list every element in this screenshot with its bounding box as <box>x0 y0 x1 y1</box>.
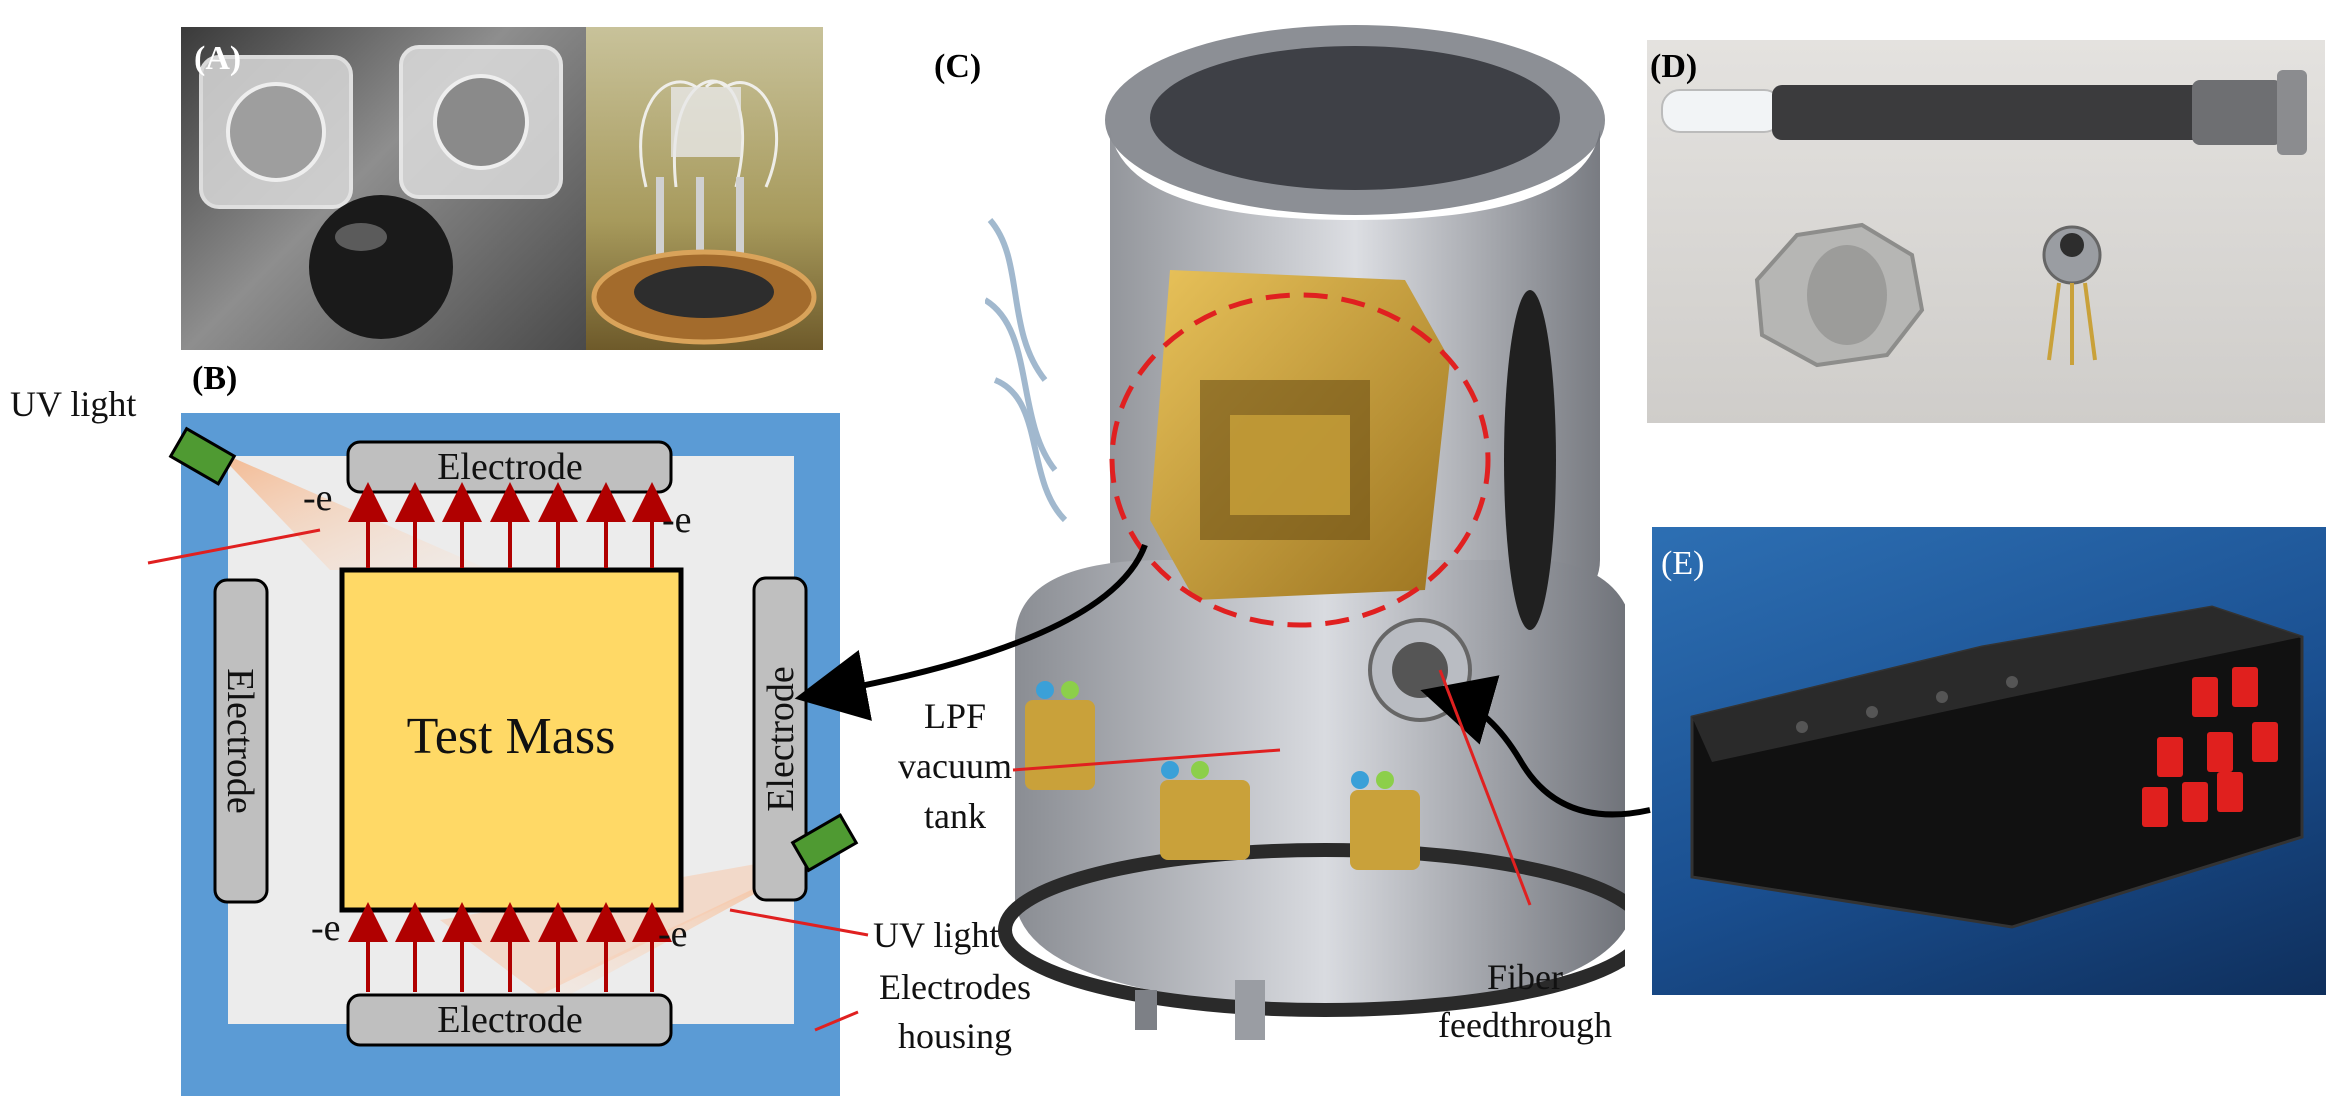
field-arrows-top <box>348 482 672 568</box>
pointer-lpf-tank <box>1012 748 1281 772</box>
fiber-label-line1: Fiber <box>1487 957 1563 997</box>
uv-light-bottom-label: UV light <box>873 915 1000 955</box>
panel-label-d: (D) <box>1650 48 1698 85</box>
charge-label-4: -e <box>658 913 688 955</box>
electrode-bottom-label: Electrode <box>437 999 583 1041</box>
charge-label-3: -e <box>311 907 341 949</box>
test-mass-schematic: Electrode Electrode Electrode Electrode … <box>147 413 869 1096</box>
charge-label-2: -e <box>662 499 692 541</box>
panel-label-e: (E) <box>1661 545 1705 582</box>
photo-a-gold-housing <box>181 27 586 350</box>
fiber-coin-illustration <box>1661 70 2307 368</box>
panel-label-b: (B) <box>192 360 238 397</box>
housing-illustration <box>199 45 563 339</box>
arrow-to-schematic <box>794 543 1148 721</box>
housing-label-line1: Electrodes <box>879 967 1031 1007</box>
fiber-label-line2: feedthrough <box>1438 1005 1612 1045</box>
electrode-bottom <box>346 993 673 1047</box>
electrode-left-label: Electrode <box>219 668 261 814</box>
pointer-housing <box>814 1010 859 1032</box>
pointer-uv-top <box>147 528 321 565</box>
arrow-from-fiber-unit <box>1420 675 1651 818</box>
highlight-circle <box>1109 292 1491 628</box>
uv-light-source-top <box>168 426 237 486</box>
lpf-label-line2: vacuum <box>898 746 1012 786</box>
photo-e-electronics-unit <box>1652 527 2326 995</box>
panel-label-a: (A) <box>194 40 242 77</box>
photo-d-fiber-and-coin <box>1647 40 2325 423</box>
uv-light-top-label: UV light <box>10 384 137 424</box>
electronics-unit-illustration <box>1690 605 2304 929</box>
panel-label-c: (C) <box>934 48 982 85</box>
assembly-illustration <box>591 79 817 345</box>
electrode-left <box>213 578 269 904</box>
uv-light-source-bottom <box>790 813 859 873</box>
gold-inertial-sensor <box>1150 270 1450 600</box>
lpf-vacuum-tank-render <box>985 25 1625 1040</box>
photo-a-sensor-assembly <box>586 27 823 350</box>
pointer-uv-bottom <box>729 908 869 937</box>
pointer-fiber-feedthrough <box>1438 669 1532 906</box>
lpf-label-line3: tank <box>924 796 986 836</box>
lpf-label-line1: LPF <box>923 696 987 736</box>
test-mass-label: Test Mass <box>407 708 616 765</box>
charge-label-1: -e <box>303 477 333 519</box>
electrode-top-label: Electrode <box>437 446 583 488</box>
field-arrows-bottom <box>348 902 672 992</box>
electrode-right <box>752 576 808 902</box>
housing-label-line2: housing <box>897 1016 1012 1056</box>
test-mass <box>339 567 684 913</box>
